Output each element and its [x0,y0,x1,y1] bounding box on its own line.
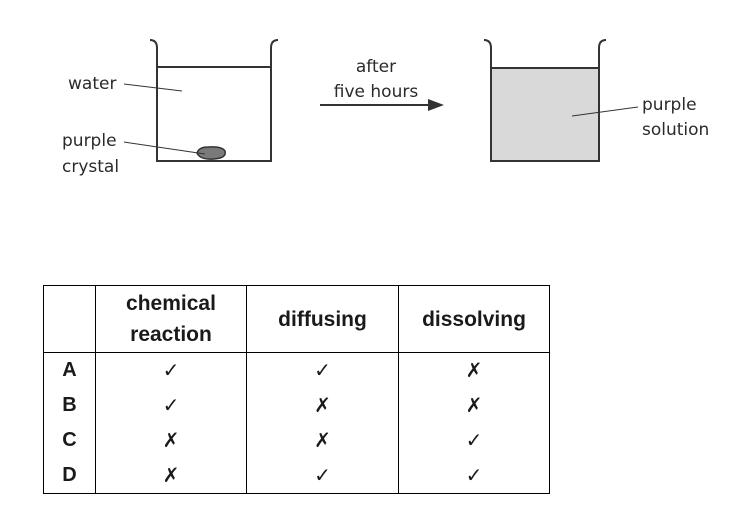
purple-crystal [196,146,227,160]
beaker-after-outline [483,39,607,162]
table-row: B ✓ ✗ ✗ [43,388,550,423]
cell-dissolving: ✓ [398,458,550,494]
water-label: water [68,74,116,94]
crystal-label-line1: purple [62,131,117,151]
cell-diffusing: ✓ [246,352,399,388]
cell-chemical-reaction: ✗ [95,458,247,494]
solution-leader-line [571,106,639,117]
beaker-before-outline [149,39,279,162]
header-chemical-line1: chemical [126,292,216,315]
cell-dissolving: ✓ [398,423,550,458]
header-chemical-line2: reaction [130,323,212,346]
crystal-leader-line [123,141,206,155]
cell-dissolving: ✗ [398,352,550,388]
arrow-right-icon [320,99,444,111]
cell-chemical-reaction: ✓ [95,352,247,388]
solution-label-line2: solution [642,120,709,140]
beaker-before [149,39,279,162]
header-dissolving: dissolving [398,285,550,353]
table-row: A ✓ ✓ ✗ [43,352,550,388]
cell-diffusing: ✗ [246,388,399,423]
cell-dissolving: ✗ [398,388,550,423]
solution-label-line1: purple [642,95,697,115]
row-label: B [43,388,96,423]
cell-diffusing: ✓ [246,458,399,494]
cell-chemical-reaction: ✗ [95,423,247,458]
arrow-label-line2: five hours [334,82,419,102]
answer-options-table: chemical reaction diffusing dissolving A… [43,285,550,494]
row-label: A [43,352,96,388]
header-diffusing: diffusing [246,285,399,353]
crystal-label-line2: crystal [62,157,119,177]
arrow-label-line1: after [356,57,396,77]
table-row: D ✗ ✓ ✓ [43,458,550,494]
cell-diffusing: ✗ [246,423,399,458]
table-header-row: chemical reaction diffusing dissolving [43,285,550,353]
beaker-after [483,39,607,162]
header-blank [43,285,96,353]
cell-chemical-reaction: ✓ [95,388,247,423]
experiment-diagram: water purple crystal after five hours pu… [62,39,709,177]
table-row: C ✗ ✗ ✓ [43,423,550,458]
row-label: C [43,423,96,458]
row-label: D [43,458,96,494]
header-chemical-reaction: chemical reaction [95,285,247,353]
water-leader-line [123,83,183,92]
